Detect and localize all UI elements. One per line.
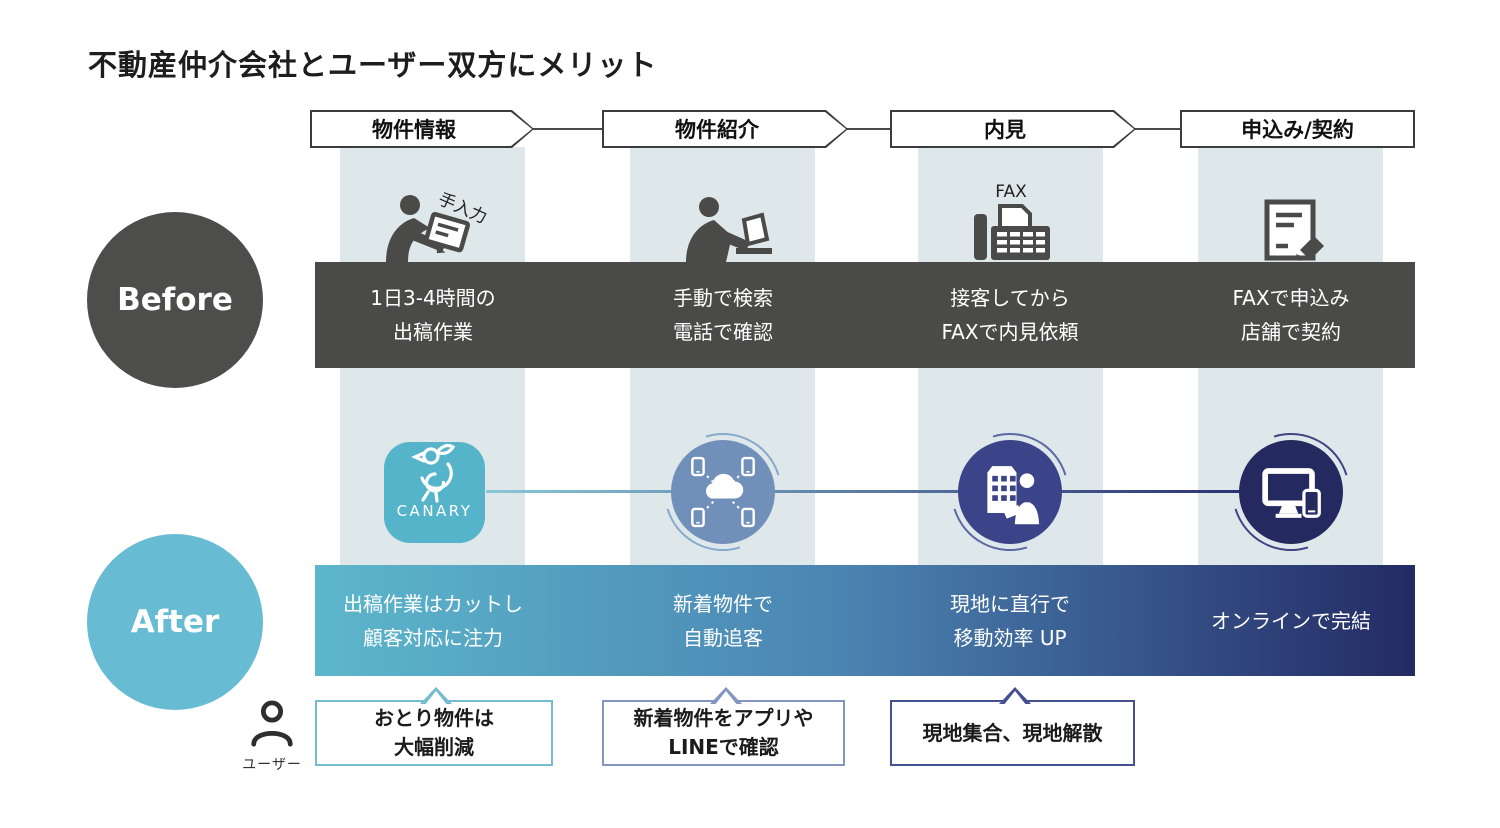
stage-label: 申込み/契約 bbox=[1241, 118, 1354, 142]
stage-header-property-info: 物件情報 bbox=[310, 110, 534, 148]
stage-header-application-contract: 申込み/契約 bbox=[1180, 110, 1415, 148]
before-band: 1日3-4時間の 出稿作業 手動で検索 電話で確認 接客してから FAXで内見依… bbox=[315, 262, 1415, 368]
stage-label: 内見 bbox=[984, 118, 1026, 142]
callout-pointer bbox=[999, 687, 1031, 706]
canary-wordmark: CANARY bbox=[396, 502, 473, 520]
callout-new-listings-app: 新着物件をアプリや LINEで確認 bbox=[602, 687, 845, 766]
after-item-4: オンラインで完結 bbox=[1211, 608, 1371, 633]
building-agent-icon bbox=[958, 440, 1062, 544]
stage-label: 物件紹介 bbox=[675, 118, 759, 142]
user-icon bbox=[251, 700, 293, 747]
fax-machine-icon bbox=[974, 204, 1050, 260]
stage-header-property-intro: 物件紹介 bbox=[602, 110, 848, 148]
user-figure: ユーザー bbox=[240, 700, 304, 774]
cloud-sync-icon bbox=[671, 440, 775, 544]
stage-connector-line bbox=[500, 128, 1260, 130]
before-item-4: FAXで申込み 店舗で契約 bbox=[1232, 286, 1350, 344]
canary-bird-icon bbox=[410, 443, 455, 503]
document-pencil-icon bbox=[1264, 199, 1324, 261]
after-badge: After bbox=[87, 534, 263, 710]
callout-pointer bbox=[420, 687, 452, 706]
after-item-2: 新着物件で 自動追客 bbox=[673, 591, 773, 650]
before-item-2: 手動で検索 電話で確認 bbox=[673, 286, 773, 344]
devices-online-icon bbox=[1239, 440, 1343, 544]
fax-note: FAX bbox=[995, 182, 1027, 202]
after-flow-line bbox=[486, 490, 1242, 493]
callout-meet-onsite: 現地集合、現地解散 bbox=[890, 687, 1135, 766]
after-band: 出稿作業はカットし 顧客対応に注力 新着物件で 自動追客 現地に直行で 移動効率… bbox=[315, 565, 1415, 676]
after-item-3: 現地に直行で 移動効率 UP bbox=[950, 591, 1070, 650]
before-badge: Before bbox=[87, 212, 263, 388]
person-laptop-icon bbox=[686, 197, 772, 262]
before-item-1: 1日3-4時間の 出稿作業 bbox=[370, 286, 496, 344]
callout-decoy-listings: おとり物件は 大幅削減 bbox=[315, 687, 553, 766]
page-title: 不動産仲介会社とユーザー双方にメリット bbox=[88, 48, 658, 82]
after-item-1: 出稿作業はカットし 顧客対応に注力 bbox=[343, 591, 523, 650]
callout-pointer bbox=[710, 687, 742, 706]
user-label: ユーザー bbox=[242, 757, 302, 773]
canary-app-icon: CANARY bbox=[384, 442, 485, 543]
stage-header-viewing: 内見 bbox=[890, 110, 1136, 148]
person-writing-icon bbox=[386, 195, 471, 262]
before-item-3: 接客してから FAXで内見依頼 bbox=[941, 286, 1079, 344]
stage-label: 物件情報 bbox=[372, 118, 456, 142]
